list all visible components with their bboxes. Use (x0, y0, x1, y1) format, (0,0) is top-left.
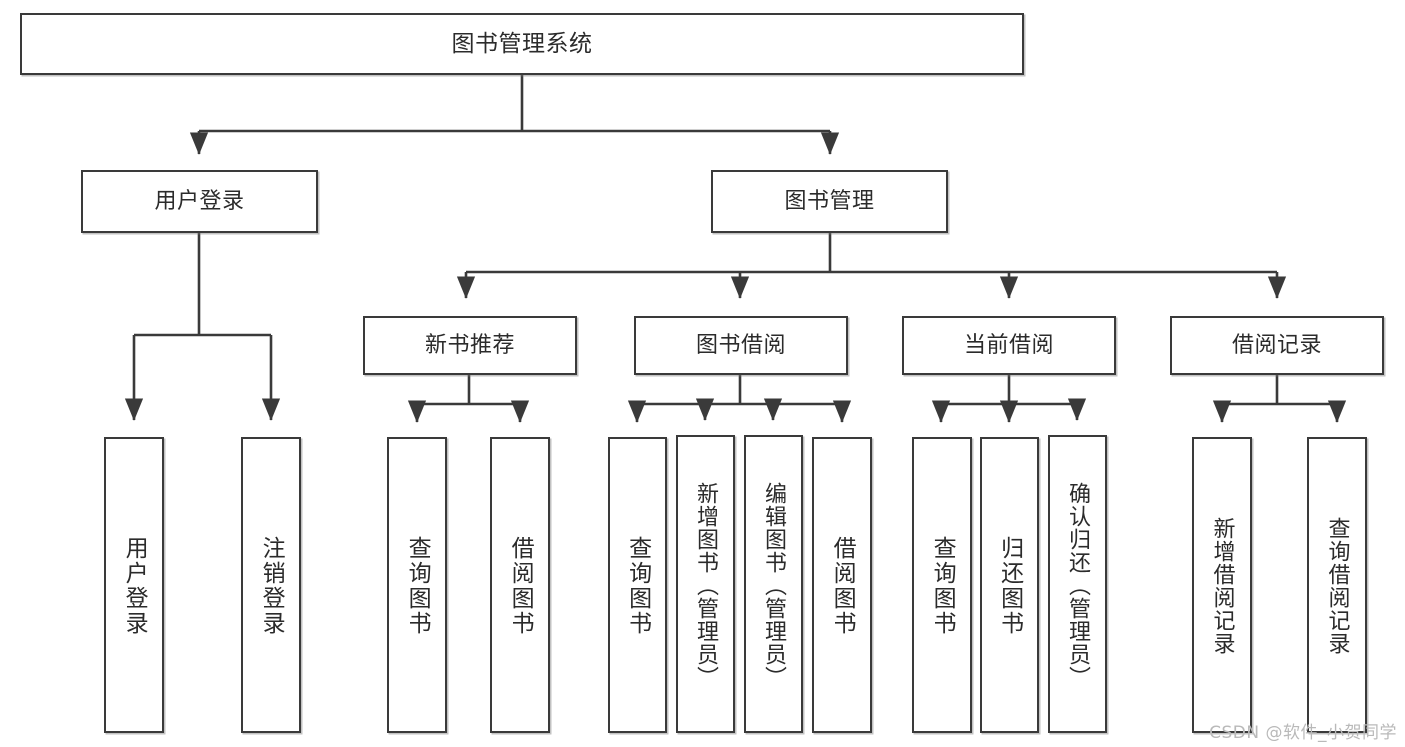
node-label: 用户登录 (121, 536, 148, 636)
node-label: 用户登录 (154, 188, 245, 214)
node-label: 归还图书 (996, 536, 1023, 636)
leaf-query-book-new-book[interactable]: 查询图书 (387, 437, 447, 733)
leaf-query-borrow-record[interactable]: 查询借阅记录 (1307, 437, 1367, 733)
node-label: 新增借阅记录 (1209, 517, 1235, 655)
node-new-book-recommendation[interactable]: 新书推荐 (363, 316, 577, 375)
leaf-borrow-book-new-book[interactable]: 借阅图书 (490, 437, 550, 733)
node-label: 查询图书 (624, 536, 651, 636)
node-book-borrow[interactable]: 图书借阅 (634, 316, 848, 375)
node-label: 注销登录 (258, 536, 285, 636)
leaf-edit-book-admin[interactable]: 编辑图书（管理员） (744, 435, 803, 733)
node-label: 借阅图书 (829, 536, 856, 636)
leaf-user-login[interactable]: 用户登录 (104, 437, 164, 733)
node-book-management[interactable]: 图书管理 (711, 170, 948, 233)
node-label: 确认归还（管理员） (1065, 481, 1091, 689)
node-label: 借阅记录 (1231, 332, 1322, 358)
node-label: 图书管理 (784, 188, 875, 214)
node-label: 新增图书（管理员） (693, 481, 719, 689)
node-root-book-management-system[interactable]: 图书管理系统 (20, 13, 1024, 75)
node-user-login[interactable]: 用户登录 (81, 170, 318, 233)
csdn-watermark: CSDN @软件_小贺同学 (1209, 723, 1397, 743)
leaf-borrow-book-borrow[interactable]: 借阅图书 (812, 437, 872, 733)
node-label: 当前借阅 (963, 332, 1054, 358)
node-label: 图书借阅 (695, 332, 786, 358)
node-label: 新书推荐 (424, 332, 515, 358)
leaf-confirm-return-admin[interactable]: 确认归还（管理员） (1048, 435, 1107, 733)
node-borrow-records[interactable]: 借阅记录 (1170, 316, 1384, 375)
node-label: 图书管理系统 (451, 30, 593, 57)
node-current-borrow[interactable]: 当前借阅 (902, 316, 1116, 375)
node-label: 查询图书 (929, 536, 956, 636)
leaf-add-book-admin[interactable]: 新增图书（管理员） (676, 435, 735, 733)
node-label: 编辑图书（管理员） (761, 481, 787, 689)
leaf-query-book-borrow[interactable]: 查询图书 (608, 437, 667, 733)
node-label: 查询图书 (404, 536, 431, 636)
leaf-logout[interactable]: 注销登录 (241, 437, 301, 733)
leaf-return-book[interactable]: 归还图书 (980, 437, 1039, 733)
node-label: 借阅图书 (507, 536, 534, 636)
node-label: 查询借阅记录 (1324, 517, 1350, 655)
leaf-add-borrow-record[interactable]: 新增借阅记录 (1192, 437, 1252, 733)
leaf-query-book-current[interactable]: 查询图书 (912, 437, 972, 733)
